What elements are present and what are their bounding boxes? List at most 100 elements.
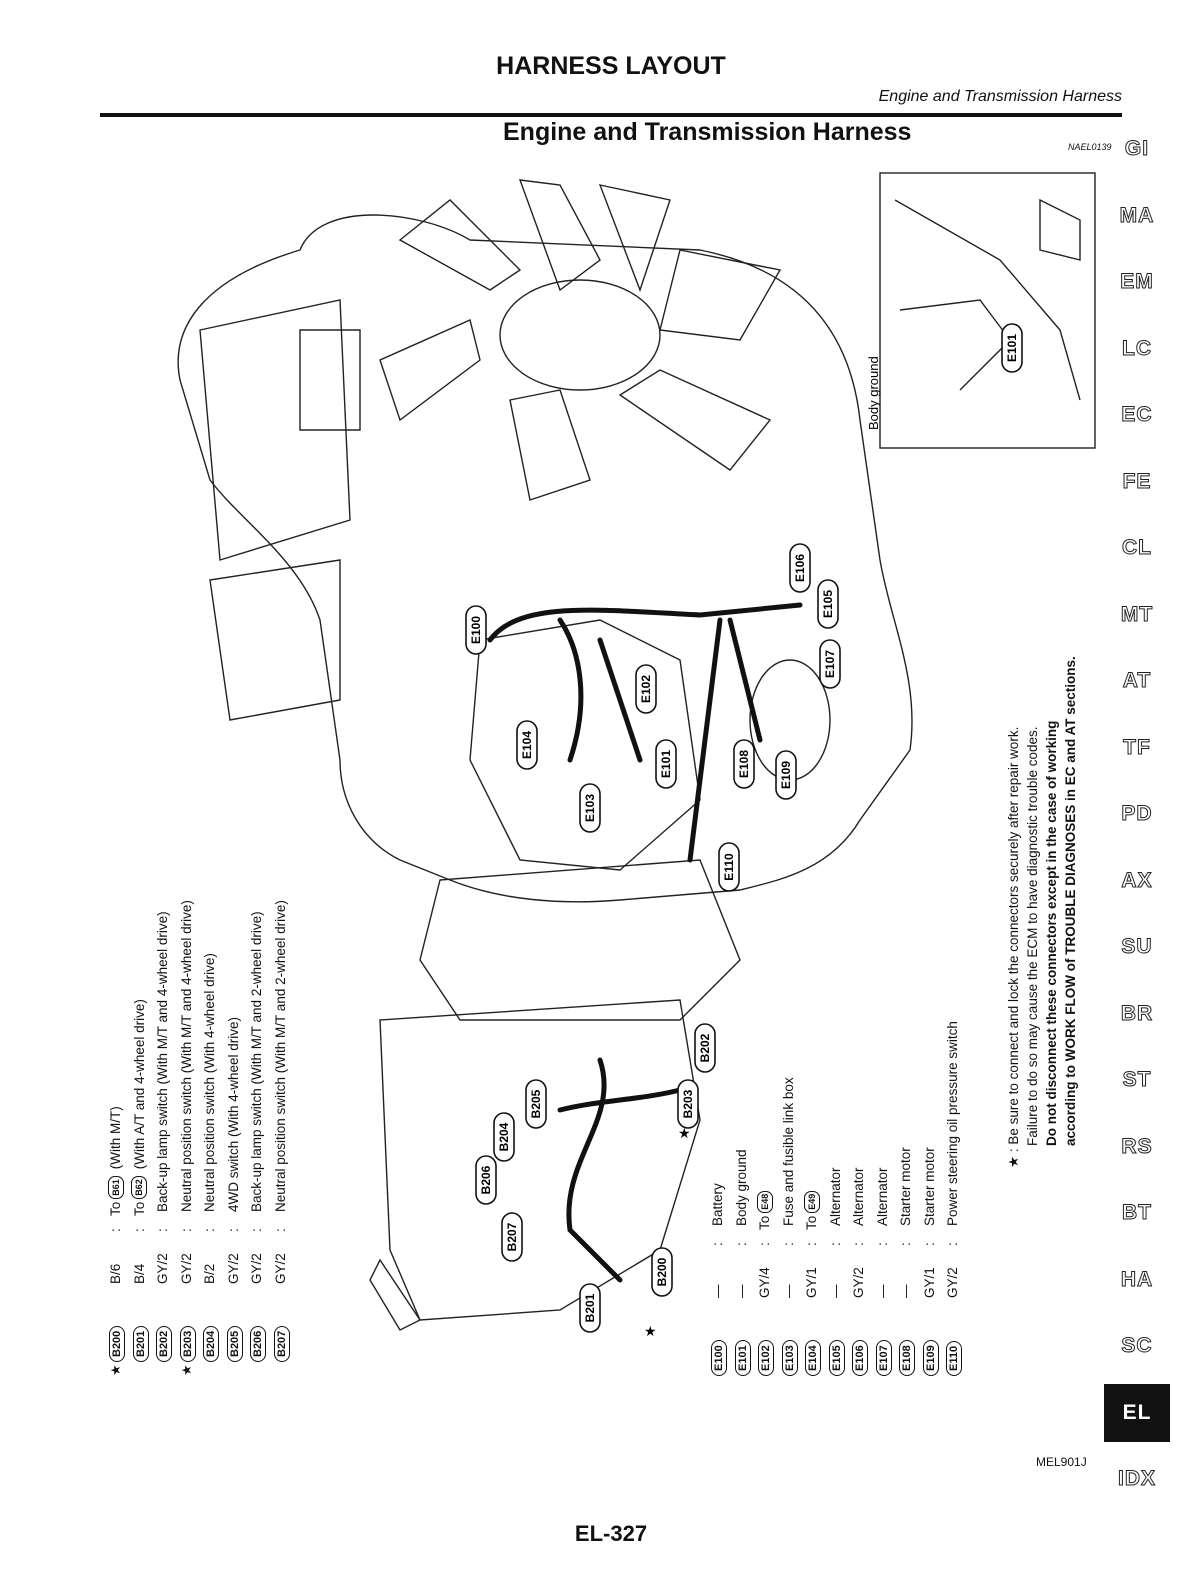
connector-badge: E100 — [711, 1340, 727, 1376]
separator: : — [827, 1242, 843, 1246]
connector-badge: E101 — [734, 1340, 751, 1376]
legend-row: E100—:Battery — [706, 1021, 730, 1376]
separator: : — [155, 1228, 170, 1232]
tab-idx[interactable]: IDX — [1117, 1466, 1156, 1490]
tab-st[interactable]: ST — [1122, 1068, 1152, 1092]
connector-badge: B200 — [109, 1325, 125, 1362]
wire-branch — [727, 617, 763, 743]
tab-lc[interactable]: LC — [1122, 336, 1152, 360]
tab-su[interactable]: SU — [1121, 935, 1153, 959]
transmission-case — [379, 999, 701, 1321]
wire-color: GY/4 — [757, 1267, 772, 1298]
legend-desc: Neutral position switch (With 4-wheel dr… — [202, 953, 217, 1212]
reference-code: NAEL0139 — [1068, 142, 1112, 152]
separator: : — [131, 1228, 147, 1232]
connector-badge: B206 — [250, 1325, 266, 1362]
wire-color: B/4 — [131, 1263, 147, 1284]
ref-badge: B61 — [107, 1176, 124, 1199]
fan-blade — [659, 249, 782, 341]
tab-el[interactable]: EL — [1104, 1383, 1170, 1442]
inset-label-group: Body ground — [866, 356, 881, 430]
tab-ax[interactable]: AX — [1121, 868, 1153, 892]
tab-pd[interactable]: PD — [1121, 802, 1153, 826]
tab-mt[interactable]: MT — [1120, 602, 1154, 626]
wire-color: GY/2 — [249, 1253, 264, 1284]
legend-desc: Neutral position switch (With M/T and 2-… — [272, 900, 288, 1212]
tab-cl[interactable]: CL — [1122, 536, 1152, 560]
legend-row: E101—:Body ground — [730, 1021, 754, 1376]
wire-color: — — [898, 1284, 913, 1299]
wire-color: — — [733, 1284, 749, 1299]
tab-tf[interactable]: TF — [1123, 735, 1151, 759]
tab-ma[interactable]: MA — [1119, 203, 1155, 227]
wire-color: GY/2 — [225, 1253, 241, 1284]
header-subtitle: Engine and Transmission Harness — [878, 88, 1122, 105]
inset-detail — [1039, 198, 1081, 261]
fan-blade — [618, 369, 772, 471]
separator: : — [780, 1242, 796, 1246]
connector-B207: B207 — [505, 1222, 519, 1251]
tab-gi[interactable]: GI — [1124, 137, 1150, 161]
connector-E101-inset: E101 — [1005, 334, 1019, 362]
connector-B204: B204 — [497, 1122, 511, 1151]
tab-br[interactable]: BR — [1120, 1001, 1154, 1025]
bellhousing — [419, 859, 741, 1021]
section-tabs: GI MA EM LC EC FE CL MT AT TF PD AX SU BR ST RS BT HA SC EL… — [1098, 116, 1176, 1512]
desc-prefix: To — [757, 1215, 772, 1230]
section-heading: Engine and Transmission Harness — [503, 118, 912, 146]
legend-desc: Starter motor — [921, 1147, 937, 1226]
wire-branch — [687, 617, 723, 863]
wire-color: — — [874, 1284, 890, 1299]
separator: : — [202, 1228, 217, 1232]
connector-B202: B202 — [698, 1033, 712, 1062]
connector-E100: E100 — [469, 616, 483, 644]
legend-desc: Power steering oil pressure switch — [945, 1021, 960, 1226]
tab-bt[interactable]: BT — [1122, 1201, 1152, 1225]
legend-desc: Alternator — [874, 1167, 890, 1226]
inset-detail — [894, 199, 1081, 401]
legend-row: E105—:Alternator — [824, 1021, 848, 1376]
inset-frame — [879, 172, 1096, 449]
star-marker: ★ — [108, 1364, 123, 1376]
tab-ha[interactable]: HA — [1120, 1267, 1154, 1291]
connector-labels: E100 E101 E102 E103 E104 E105 E106 E107 … — [465, 323, 1023, 1333]
connector-E110: E110 — [722, 853, 736, 881]
page-title: HARNESS LAYOUT — [496, 52, 726, 80]
ref-badge: E48 — [756, 1190, 773, 1213]
desc-prefix: To — [804, 1215, 819, 1230]
wire-color: GY/2 — [945, 1267, 960, 1298]
wire-color: GY/1 — [921, 1267, 937, 1298]
tab-at[interactable]: AT — [1122, 669, 1152, 693]
tab-em[interactable]: EM — [1120, 270, 1154, 294]
desc-prefix: To — [108, 1201, 123, 1216]
legend-row: E107—:Alternator — [871, 1021, 895, 1376]
wire-color: — — [780, 1284, 796, 1299]
connector-E108: E108 — [737, 750, 751, 778]
wire-color: GY/2 — [155, 1253, 170, 1284]
connector-badge: B204 — [203, 1325, 219, 1362]
wire-color: — — [710, 1284, 725, 1299]
fan-blade — [598, 184, 671, 293]
caution-note: ★ : Be sure to connect and lock the conn… — [1004, 656, 1080, 1168]
connector-B201: B201 — [583, 1293, 597, 1322]
separator: : — [225, 1228, 241, 1232]
tab-fe[interactable]: FE — [1122, 469, 1152, 493]
tab-ec[interactable]: EC — [1121, 403, 1153, 427]
header-rule — [100, 113, 1122, 117]
separator: : — [249, 1228, 264, 1232]
wire-main — [487, 602, 803, 643]
connector-badge: E102 — [758, 1340, 774, 1376]
legend-row: E108—:Starter motor — [894, 1021, 918, 1376]
tab-rs[interactable]: RS — [1121, 1134, 1153, 1158]
connector-badge: B201 — [132, 1325, 149, 1362]
tab-sc[interactable]: SC — [1121, 1334, 1153, 1358]
tail-housing — [369, 1258, 422, 1331]
separator: : — [757, 1242, 772, 1246]
